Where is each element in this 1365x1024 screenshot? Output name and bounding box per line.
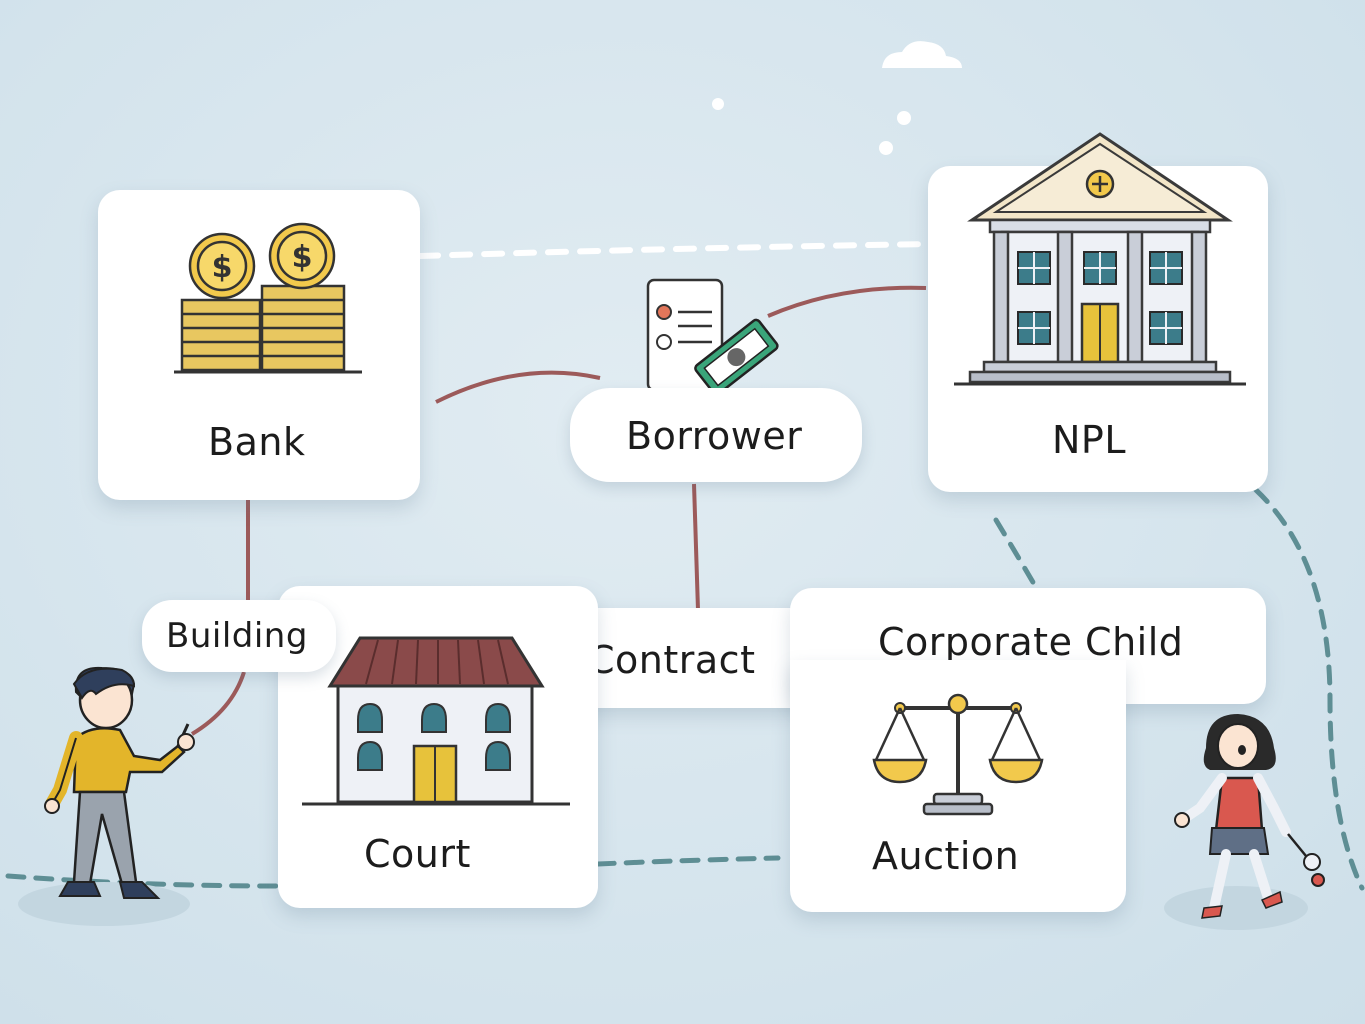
connector-building-person [190, 671, 246, 736]
npl-card[interactable]: NPL [928, 132, 1268, 492]
dashed-connector-npl-auction [993, 517, 1037, 587]
npl-label: NPL [1052, 418, 1127, 462]
dashed-connector-court-auction [595, 855, 781, 867]
scales-icon [872, 693, 1044, 816]
girl-walking-icon [1174, 714, 1325, 919]
building-pill[interactable]: Building [142, 600, 336, 672]
contract-label: Contract [588, 638, 756, 682]
dashed-connector-left [5, 873, 283, 889]
connector-borrower-contract [692, 483, 700, 611]
coin-stacks-icon: $ $ [174, 222, 362, 374]
dashed-connector-bank-npl [417, 241, 933, 259]
connector-bank-borrower [435, 370, 601, 404]
decor-dot [879, 141, 893, 155]
building-label: Building [166, 616, 308, 656]
classical-bank-building-icon [954, 132, 1246, 386]
decor-dot [897, 111, 911, 125]
document-money-icon [646, 278, 779, 396]
svg-text:$: $ [292, 240, 313, 275]
man-walking-icon [44, 666, 195, 899]
dashed-connector-npl-right [1253, 487, 1365, 891]
court-label: Court [364, 832, 471, 876]
connector-borrower-npl [767, 285, 927, 318]
auction-label: Auction [872, 834, 1020, 878]
bank-card[interactable]: $ $ Bank [98, 190, 420, 500]
contract-card[interactable]: Contract [556, 608, 818, 708]
decor-dot [712, 98, 724, 110]
auction-card[interactable]: Auction [790, 660, 1126, 912]
bank-label: Bank [208, 420, 306, 464]
borrower-pill[interactable]: Borrower [570, 388, 862, 482]
court-card[interactable]: Court [278, 586, 598, 908]
svg-text:$: $ [212, 250, 233, 285]
cloud-icon [882, 41, 962, 68]
corporate-child-label: Corporate Child [878, 620, 1184, 664]
borrower-label: Borrower [626, 414, 803, 458]
house-icon [302, 636, 570, 806]
